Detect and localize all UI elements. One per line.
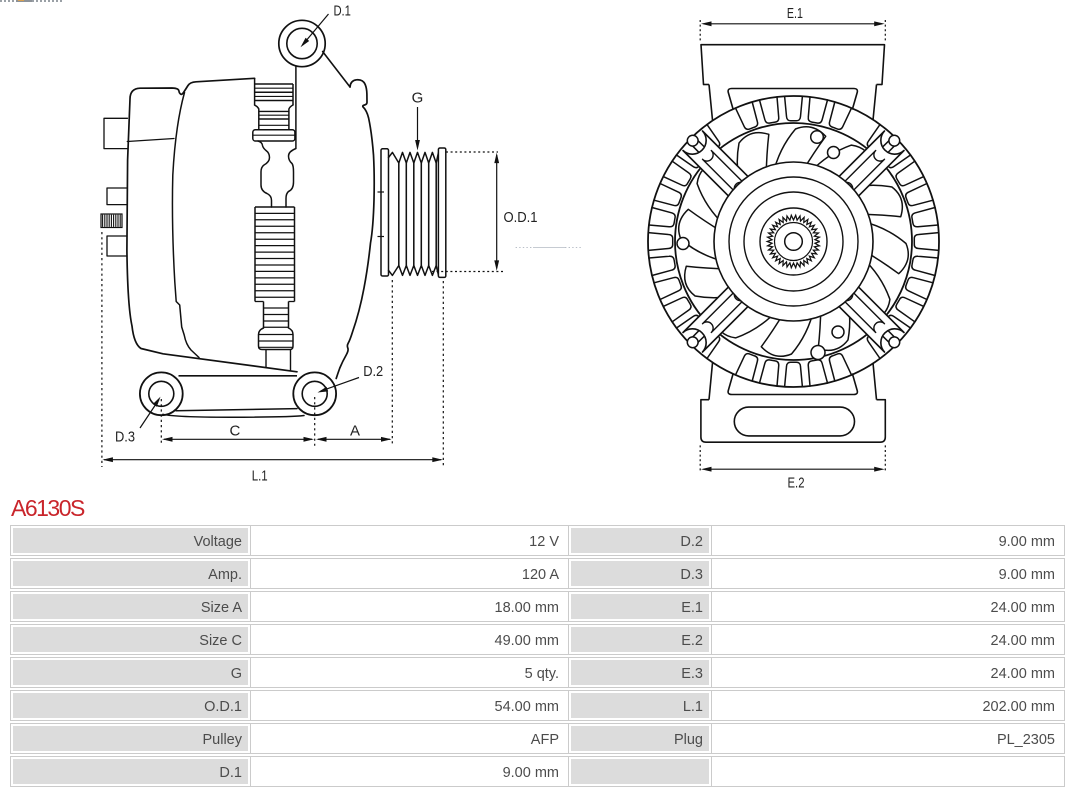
svg-text:O.D.1: O.D.1 bbox=[504, 209, 538, 226]
svg-text:D.1: D.1 bbox=[333, 3, 351, 20]
svg-text:E.1: E.1 bbox=[787, 5, 803, 22]
svg-text:D.3: D.3 bbox=[115, 429, 135, 446]
svg-text:L.1: L.1 bbox=[252, 467, 268, 484]
svg-text:C: C bbox=[229, 423, 240, 440]
svg-text:E.2: E.2 bbox=[788, 474, 805, 491]
svg-text:A: A bbox=[350, 423, 360, 440]
svg-text:G: G bbox=[412, 90, 424, 107]
svg-text:D.2: D.2 bbox=[363, 363, 383, 380]
